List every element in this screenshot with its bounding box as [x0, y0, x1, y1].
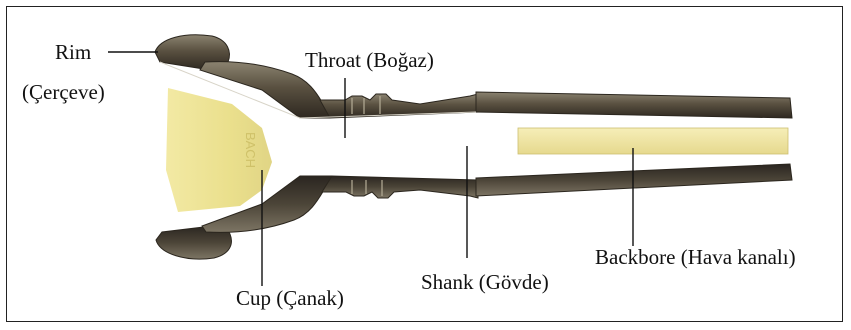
label-rim-translation: (Çerçeve) [22, 82, 105, 103]
label-backbore: Backbore (Hava kanalı) [595, 247, 796, 268]
label-rim: Rim [55, 42, 91, 63]
shank-top [476, 92, 792, 118]
label-cup: Cup (Çanak) [236, 288, 344, 309]
label-throat: Throat (Boğaz) [305, 50, 434, 71]
throat-bottom [322, 176, 478, 198]
label-shank: Shank (Gövde) [421, 272, 549, 293]
cup-insert: BACH [166, 88, 272, 212]
cup-insert-text: BACH [243, 132, 258, 168]
backbore-bar [518, 128, 788, 154]
upper-body [155, 35, 792, 118]
shank-bottom [476, 164, 792, 196]
